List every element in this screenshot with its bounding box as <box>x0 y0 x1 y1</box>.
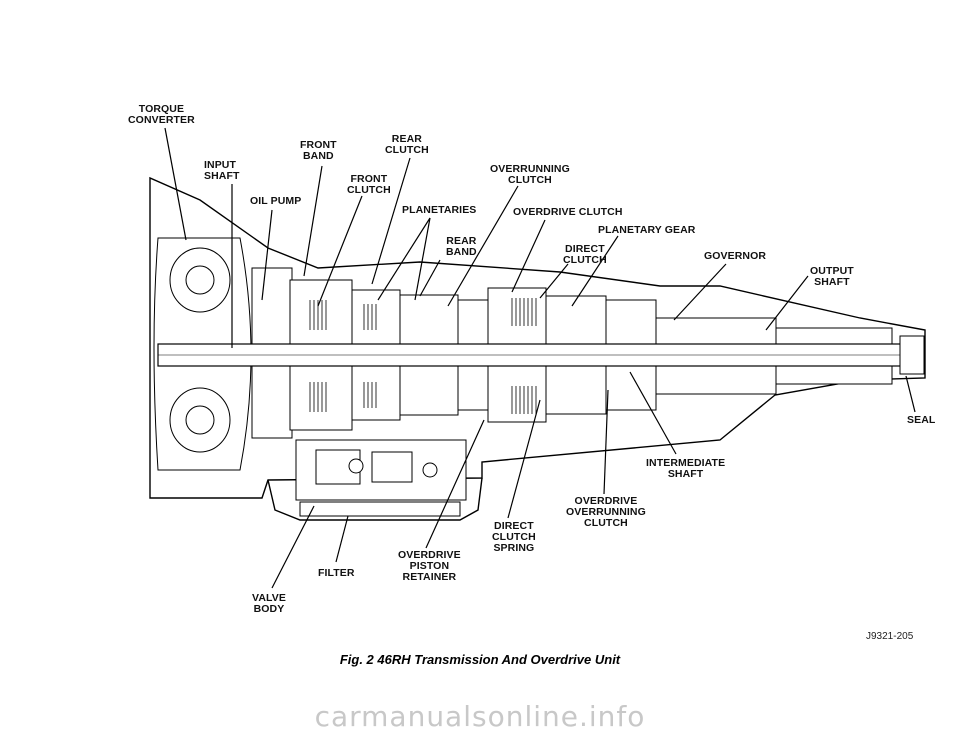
label-front-clutch: FRONT CLUTCH <box>347 174 391 196</box>
label-line: DIRECT <box>494 520 534 532</box>
label-line: OIL PUMP <box>250 195 302 207</box>
label-line: FRONT <box>300 139 337 151</box>
label-line: SHAFT <box>667 468 704 480</box>
label-line: INPUT <box>204 159 236 171</box>
label-seal: SEAL <box>907 415 935 426</box>
label-line: CONVERTER <box>128 114 195 126</box>
label-torque-converter: TORQUE CONVERTER <box>128 104 195 126</box>
label-line: OUTPUT <box>810 265 854 277</box>
label-line: CLUTCH <box>563 254 607 266</box>
label-direct-clutch-spring: DIRECT CLUTCH SPRING <box>492 521 536 554</box>
label-intermediate-shaft: INTERMEDIATE SHAFT <box>646 458 725 480</box>
label-line: OVERDRIVE <box>398 549 461 561</box>
label-line: CLUTCH <box>385 144 429 156</box>
label-line: SHAFT <box>814 276 850 288</box>
label-line: VALVE <box>252 592 286 604</box>
label-rear-band: REAR BAND <box>446 236 477 258</box>
label-direct-clutch: DIRECT CLUTCH <box>563 244 607 266</box>
label-line: PISTON <box>409 560 450 572</box>
figure-code: J9321-205 <box>866 631 914 642</box>
label-line: CLUTCH <box>584 517 628 529</box>
clutch-packs <box>309 298 537 414</box>
label-line: BODY <box>253 603 285 615</box>
watermark: carmanualsonline.info <box>314 700 646 733</box>
label-line: OVERRUNNING <box>490 163 570 175</box>
main-shaft <box>157 335 925 375</box>
label-governor: GOVERNOR <box>704 251 766 262</box>
label-line: BAND <box>302 150 334 162</box>
label-line: PLANETARY GEAR <box>598 224 696 236</box>
label-line: SEAL <box>907 414 936 426</box>
label-line: TORQUE <box>138 103 185 115</box>
label-filter: FILTER <box>318 568 355 579</box>
label-line: SPRING <box>493 542 535 554</box>
label-overrunning-clutch: OVERRUNNING CLUTCH <box>490 164 570 186</box>
leader-lines <box>164 127 916 589</box>
label-overdrive-piston-retainer: OVERDRIVE PISTON RETAINER <box>398 550 461 583</box>
label-line: CLUTCH <box>492 531 536 543</box>
label-valve-body: VALVE BODY <box>252 593 286 615</box>
label-input-shaft: INPUT SHAFT <box>204 160 240 182</box>
label-line: FRONT <box>350 173 388 185</box>
label-line: DIRECT <box>565 243 605 255</box>
label-line: OVERDRIVE <box>574 495 638 507</box>
label-oil-pump: OIL PUMP <box>250 196 301 207</box>
label-front-band: FRONT BAND <box>300 140 337 162</box>
label-line: BAND <box>446 246 477 258</box>
label-line: REAR <box>446 235 477 247</box>
label-overdrive-overrunning-clutch: OVERDRIVE OVERRUNNING CLUTCH <box>566 496 646 529</box>
figure-caption: Fig. 2 46RH Transmission And Overdrive U… <box>339 652 621 667</box>
label-planetary-gear: PLANETARY GEAR <box>598 225 695 236</box>
label-line: GOVERNOR <box>704 250 767 262</box>
label-line: INTERMEDIATE <box>646 457 726 469</box>
label-output-shaft: OUTPUT SHAFT <box>810 266 854 288</box>
label-line: CLUTCH <box>347 184 391 196</box>
label-line: CLUTCH <box>508 174 552 186</box>
label-rear-clutch: REAR CLUTCH <box>385 134 429 156</box>
label-line: SHAFT <box>204 170 240 182</box>
label-line: OVERRUNNING <box>566 506 646 518</box>
label-planetaries: PLANETARIES <box>402 205 476 216</box>
label-line: REAR <box>391 133 422 145</box>
label-line: PLANETARIES <box>402 204 477 216</box>
label-line: RETAINER <box>402 571 457 583</box>
label-line: OVERDRIVE CLUTCH <box>513 206 623 218</box>
label-line: FILTER <box>318 567 355 579</box>
label-overdrive-clutch: OVERDRIVE CLUTCH <box>513 207 623 218</box>
